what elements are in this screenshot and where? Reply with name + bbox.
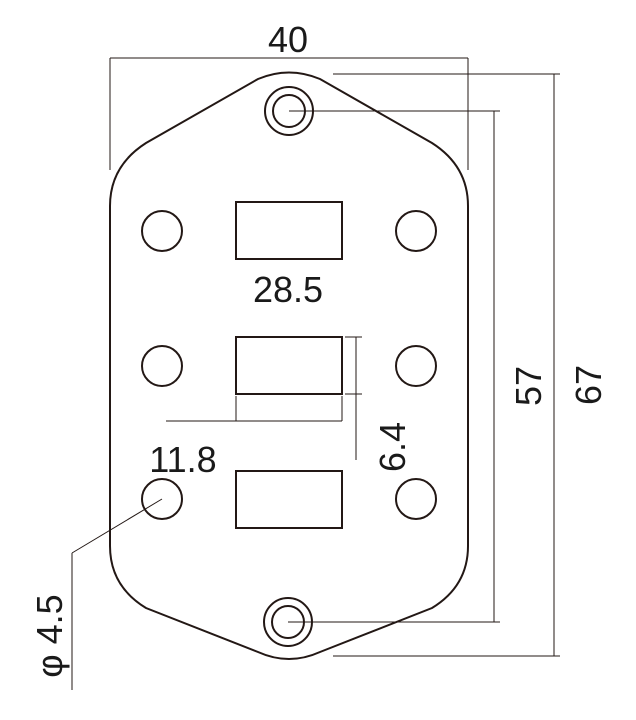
hole-right-top: [395, 210, 437, 252]
hole-right-bottom: [395, 478, 437, 520]
label-slot-width: 11.8: [149, 439, 216, 480]
hole-left-middle: [141, 345, 183, 387]
dimension-width: [109, 57, 469, 170]
slot-middle: [235, 336, 343, 395]
label-slot-height: 6.4: [372, 422, 413, 472]
dimension-overall-height: [333, 73, 560, 657]
label-hole-diameter: φ 4.5: [29, 594, 70, 677]
slot-bottom: [235, 470, 343, 529]
label-hole-spacing: 57: [508, 366, 549, 406]
dimension-hole-spacing: [288, 110, 500, 623]
slot-top: [235, 201, 343, 260]
label-overall-height: 67: [568, 365, 609, 405]
leader-hole-diameter: [71, 498, 163, 690]
hole-left-top: [141, 210, 183, 252]
label-width: 40: [268, 19, 308, 60]
hole-right-middle: [395, 345, 437, 387]
label-slot-spacing: 28.5: [253, 269, 323, 310]
dimension-slot-height: [345, 336, 362, 460]
dimension-slot-width: [166, 396, 343, 422]
